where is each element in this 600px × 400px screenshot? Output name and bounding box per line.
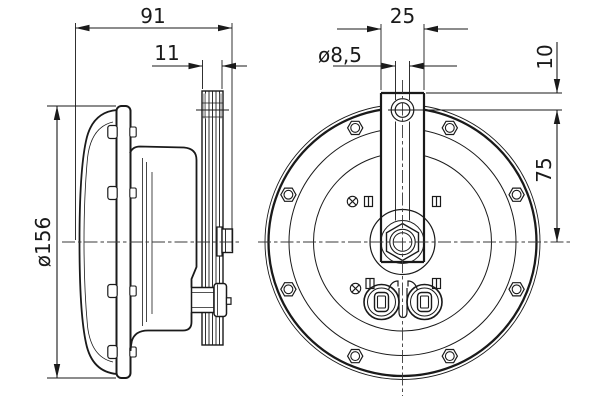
dim-hole-to-axis-label: 75: [532, 157, 556, 182]
dim-bracket-width-label: 25: [390, 4, 415, 28]
body-outline: [129, 145, 198, 352]
dim-bracket-width: 25: [337, 4, 468, 90]
terminal-left: [363, 283, 400, 321]
stamped-symbols: [346, 195, 442, 295]
terminals: [363, 280, 443, 321]
dim-body-diameter: ø156: [31, 105, 116, 379]
terminal-housing: [387, 280, 419, 319]
slot-mark-lower-right: [431, 277, 442, 290]
cover-inner-contour: [83, 121, 114, 363]
circle-cross-mark-upper: [346, 195, 359, 208]
flange-bolts: [107, 124, 137, 360]
dim-hole-offset: 10: [388, 42, 562, 111]
circle-cross-mark-lower: [349, 282, 362, 295]
dim-overall-depth-label: 91: [140, 4, 165, 28]
stud-nut: [216, 226, 234, 257]
dim-hole-to-axis: 75: [532, 110, 561, 242]
front-view: 25 ø8,5 10 75: [258, 4, 572, 396]
rim-rivets: [280, 120, 525, 364]
dim-mounting-hole: ø8,5: [318, 43, 457, 100]
dim-mounting-hole-label: ø8,5: [318, 43, 362, 67]
slot-mark-upper-right: [431, 195, 442, 208]
dim-bracket-thickness-label: 11: [154, 41, 179, 65]
connector-plug: [190, 282, 232, 318]
dim-hole-offset-label: 10: [533, 44, 557, 69]
rear-bracket-strip: [196, 90, 229, 346]
slot-mark-upper-left: [363, 195, 374, 208]
dim-bracket-thickness: 11: [152, 41, 247, 89]
terminal-right: [406, 283, 443, 321]
dim-overall-depth: 91: [75, 4, 233, 251]
dim-body-diameter-label: ø156: [31, 217, 55, 267]
slot-mark-lower-left: [365, 277, 375, 290]
side-view: 91 11 ø156: [31, 4, 247, 379]
